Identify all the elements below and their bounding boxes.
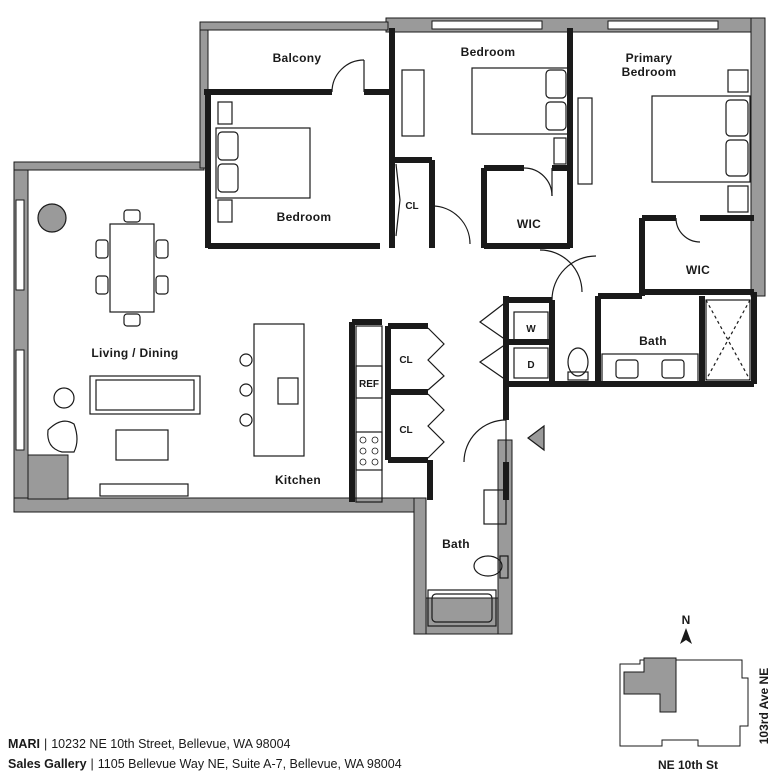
north-label: N xyxy=(682,613,691,627)
side-table xyxy=(53,387,75,409)
coffee-table xyxy=(115,429,169,461)
label-living-dining: Living / Dining xyxy=(91,346,178,360)
bed-left xyxy=(215,127,311,199)
label-refrigerator: REF xyxy=(359,379,379,390)
label-bath-hall: Bath xyxy=(442,537,470,551)
bed-primary xyxy=(651,95,751,183)
label-kitchen: Kitchen xyxy=(275,473,321,487)
label-wic-bedroom: WIC xyxy=(517,217,541,231)
planter xyxy=(37,203,67,233)
bed-top xyxy=(471,67,569,135)
footer-gallery-label: Sales Gallery xyxy=(8,757,87,771)
dining-table xyxy=(109,223,155,313)
label-washer: W xyxy=(526,324,536,335)
dryer xyxy=(513,347,549,379)
label-primary-1: Primary xyxy=(626,51,673,65)
label-closet-hall-1: CL xyxy=(399,355,412,366)
cooktop xyxy=(355,431,383,471)
footer-name: MARI xyxy=(8,737,40,751)
windows-top xyxy=(15,20,719,451)
fridge xyxy=(355,365,383,399)
label-closet-hall-2: CL xyxy=(399,425,412,436)
street-east-label: 103rd Ave NE xyxy=(757,668,771,744)
armchair xyxy=(47,420,78,453)
street-south-label: NE 10th St xyxy=(658,758,718,772)
north-arrow-icon xyxy=(680,628,692,644)
label-primary-2: Bedroom xyxy=(622,65,677,79)
label-bedroom-top: Bedroom xyxy=(461,45,516,59)
tub xyxy=(427,589,497,627)
door-swings xyxy=(331,59,701,463)
label-dryer: D xyxy=(527,360,534,371)
label-wic-primary: WIC xyxy=(686,263,710,277)
label-bath-primary: Bath xyxy=(639,334,667,348)
interior-walls xyxy=(204,28,757,502)
sink-hall xyxy=(483,489,507,525)
room-labels: Balcony Bedroom Primary Bedroom Bedroom … xyxy=(91,45,710,551)
toilet-primary xyxy=(567,347,589,377)
key-map: N 103rd Ave NE NE 10th St xyxy=(619,613,771,772)
label-balcony: Balcony xyxy=(273,51,322,65)
footer-gallery-address: 1105 Bellevue Way NE, Suite A-7, Bellevu… xyxy=(97,757,402,771)
furniture xyxy=(37,67,751,627)
label-closet-bedroom: CL xyxy=(405,201,418,212)
washer xyxy=(513,311,549,343)
shower xyxy=(705,299,751,381)
kitchen-island xyxy=(253,323,305,457)
dining-chairs xyxy=(95,209,169,327)
media-console xyxy=(99,483,189,497)
vanity xyxy=(601,353,699,383)
key-map-unit xyxy=(623,657,677,713)
entry-arrow xyxy=(527,424,545,452)
toilet-hall xyxy=(473,555,503,577)
footer-line-1: MARI|10232 NE 10th Street, Bellevue, WA … xyxy=(8,737,291,751)
exterior-walls xyxy=(13,17,766,635)
footer-address: 10232 NE 10th Street, Bellevue, WA 98004 xyxy=(51,737,291,751)
footer-line-2: Sales Gallery|1105 Bellevue Way NE, Suit… xyxy=(8,757,402,771)
label-bedroom-left: Bedroom xyxy=(277,210,332,224)
sofa xyxy=(89,375,201,415)
